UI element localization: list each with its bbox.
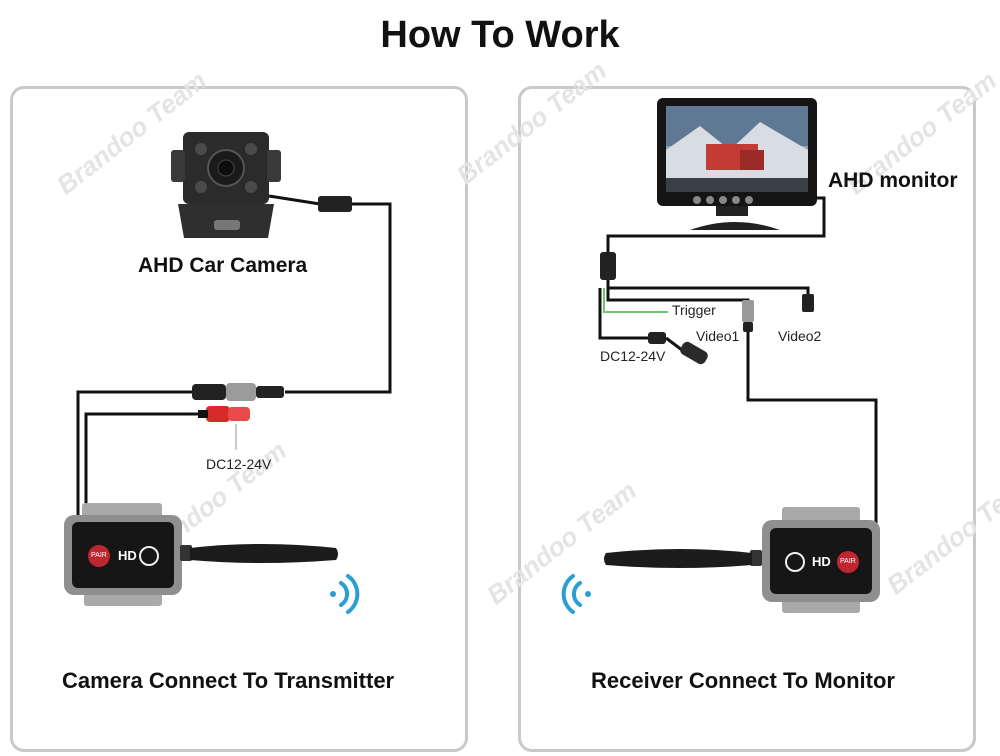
pair-button-label: PAIR <box>840 558 856 565</box>
trigger-label: Trigger <box>672 302 716 318</box>
antenna-icon <box>604 549 752 568</box>
video2-label: Video2 <box>778 328 822 344</box>
av-connector-icon <box>192 383 284 401</box>
receiver-device-icon <box>762 507 880 613</box>
power-label: DC12-24V <box>206 456 272 472</box>
hd-label: HD <box>812 554 831 569</box>
monitor-label: AHD monitor <box>828 169 958 192</box>
left-caption: Camera Connect To Transmitter <box>62 668 395 693</box>
hd-label: HD <box>118 548 137 563</box>
ahd-monitor-icon <box>657 98 817 230</box>
wifi-signal-icon <box>330 574 360 614</box>
right-caption: Receiver Connect To Monitor <box>591 668 895 693</box>
antenna-icon <box>190 544 338 563</box>
ahd-camera-icon <box>171 132 281 238</box>
power-label: DC12-24V <box>600 348 666 364</box>
wifi-signal-icon <box>561 574 591 614</box>
page-title: How To Work <box>380 14 620 56</box>
cable-connector-icon <box>318 196 352 212</box>
transmitter-device-icon <box>64 503 182 606</box>
video1-label: Video1 <box>696 328 740 344</box>
camera-label: AHD Car Camera <box>138 254 308 277</box>
cigarette-plug-icon <box>648 332 708 365</box>
pair-button-label: PAIR <box>91 552 107 559</box>
